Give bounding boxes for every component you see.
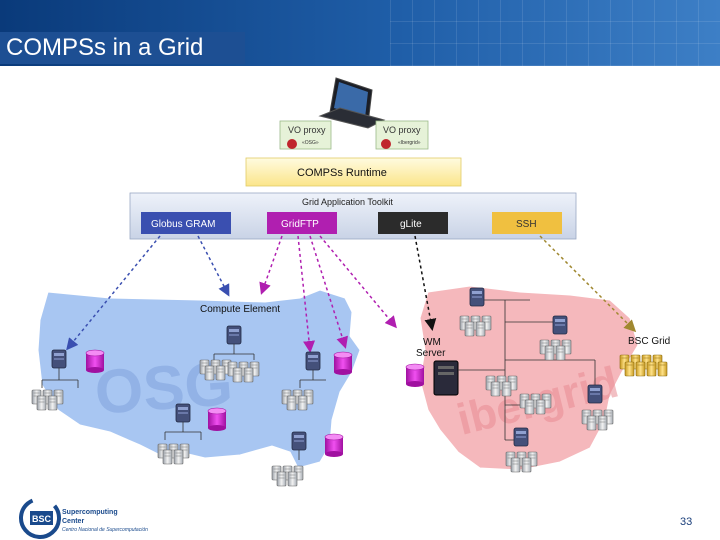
bsc-logo-line3: Centro Nacional de Supercomputación [62, 527, 148, 533]
compute-node-icon [226, 325, 242, 345]
server-cluster-icon [158, 444, 189, 464]
vo-proxy-ibergrid-sublabel: «Ibergrid» [398, 140, 421, 146]
slide-title: COMPSs in a Grid [6, 34, 204, 61]
compute-node-icon [51, 349, 67, 369]
adaptor-gridftp-box [267, 212, 337, 234]
usa-map [37, 289, 361, 469]
adaptor-ssh: SSH [492, 212, 562, 234]
compute-element-label: Compute Element [200, 304, 280, 315]
bsc-logo: BSC Supercomputing Center Centro Naciona… [19, 497, 148, 539]
bsc-logo-line1: Supercomputing [62, 509, 118, 516]
site-central [200, 325, 259, 382]
title-background [0, 32, 245, 64]
storage-icon [85, 349, 105, 374]
arrow-gridftp-1 [259, 235, 283, 295]
toolkit-label: Grid Application Toolkit [302, 197, 393, 207]
compute-node-icon [469, 287, 485, 307]
bsc-logo-abbrev: BSC [32, 514, 52, 524]
compute-node-icon [552, 315, 568, 335]
adaptor-glite: gLite [378, 212, 448, 234]
compute-node-icon [587, 384, 603, 404]
compute-node-icon [305, 351, 321, 371]
runtime-box [245, 157, 462, 187]
arrow-gram-west [66, 235, 161, 351]
wm-server-label-line1: WM [423, 337, 441, 348]
vo-proxy-ibergrid-label: VO proxy [383, 125, 421, 135]
wm-server-label-line2: Server [416, 348, 446, 359]
vo-proxy-osg: VO proxy «OSG» [279, 120, 332, 150]
storage-icon [207, 407, 227, 432]
runtime-label: COMPSs Runtime [297, 167, 387, 179]
adaptor-globus-gram: Globus GRAM [141, 212, 231, 234]
bsc-logo-line2: Center [62, 518, 84, 525]
bsc-grid-label: BSC Grid [628, 336, 670, 347]
compute-node-icon [513, 427, 529, 447]
page-number: 33 [680, 516, 693, 528]
storage-icon [324, 433, 344, 458]
arrow-ssh-bsc [539, 235, 637, 333]
adaptor-ssh-box [492, 212, 562, 234]
arrow-gram-compute [197, 235, 230, 297]
adaptor-ssh-label: SSH [516, 219, 537, 230]
arrow-gridftp-2 [297, 235, 316, 353]
vo-proxy-osg-label: VO proxy [288, 125, 326, 135]
server-cluster-icon [272, 466, 303, 486]
vo-proxy-ibergrid-seal-icon [381, 139, 391, 149]
site-east [282, 351, 353, 410]
site-south [158, 403, 227, 464]
adaptor-gridftp: GridFTP [267, 212, 337, 234]
compute-node-icon [291, 431, 307, 451]
gold-server-cluster-icon [620, 355, 667, 376]
vo-proxy-ibergrid: VO proxy «Ibergrid» [375, 120, 429, 150]
laptop-icon [318, 77, 386, 129]
site-southeast [272, 431, 344, 486]
arrow-gridftp-4 [319, 235, 397, 329]
storage-icon [333, 351, 353, 376]
adaptor-globus-gram-box [141, 212, 231, 234]
grid-diagram: OSG ibergrid VO proxy «OSG» VO proxy «Ib… [19, 77, 670, 539]
header-pattern [390, 0, 720, 66]
site-west [32, 349, 105, 410]
adaptor-glite-box [378, 212, 448, 234]
vo-proxy-osg-seal-icon [287, 139, 297, 149]
storage-icon [405, 363, 425, 388]
adaptor-glite-label: gLite [400, 219, 422, 230]
bsc-grid-cluster [620, 355, 667, 376]
wm-server [405, 360, 459, 396]
vo-proxy-osg-sublabel: «OSG» [302, 140, 319, 146]
arrow-gridftp-3 [309, 235, 348, 349]
wm-server-icon [433, 360, 459, 396]
adaptor-globus-gram-label: Globus GRAM [151, 219, 215, 230]
compute-node-icon [175, 403, 191, 423]
adaptor-gridftp-label: GridFTP [281, 219, 319, 230]
